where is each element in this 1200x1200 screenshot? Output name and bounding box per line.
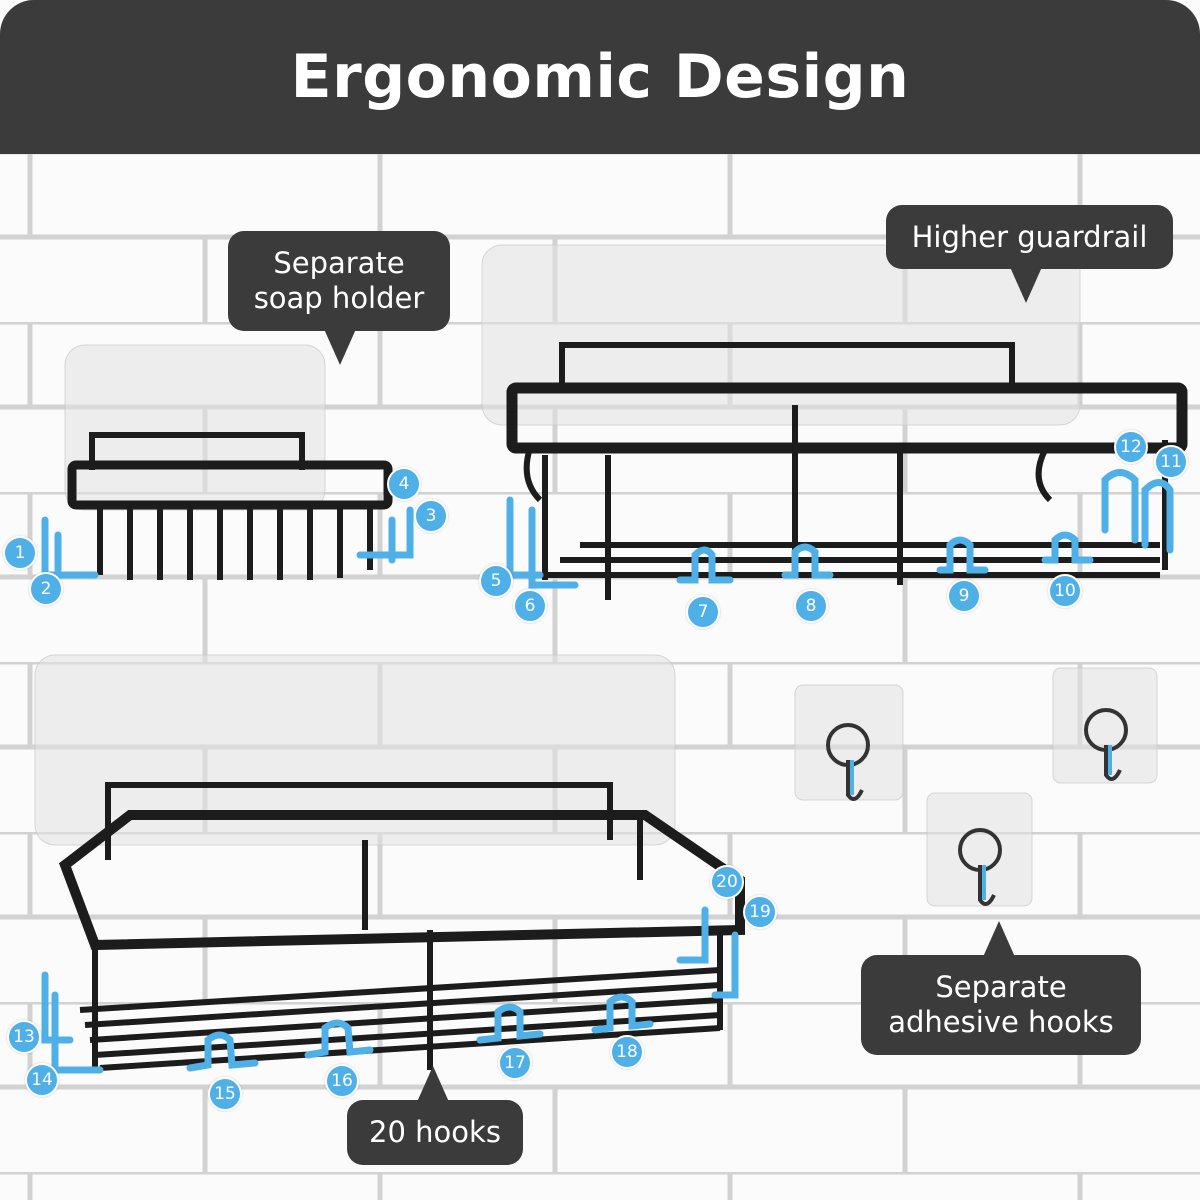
hook-number-badge: 4 xyxy=(387,467,421,501)
hook-number-badge: 20 xyxy=(710,865,744,899)
hook-number-badge: 17 xyxy=(498,1046,532,1080)
hook-number-badge: 18 xyxy=(610,1035,644,1069)
page-title: Ergonomic Design xyxy=(290,42,910,112)
hook-number-badge: 1 xyxy=(3,536,37,570)
hook-number-badge: 16 xyxy=(325,1064,359,1098)
hook-number-badge: 14 xyxy=(25,1063,59,1097)
hook-number-badge: 15 xyxy=(208,1077,242,1111)
hook-number-badge: 19 xyxy=(743,895,777,929)
upper-shelf xyxy=(506,342,1188,600)
hook-number-badge: 10 xyxy=(1048,574,1082,608)
hook-number-badge: 7 xyxy=(686,595,720,629)
adhesive-hooks xyxy=(826,708,1128,906)
callout-adhesive-hooks-line1: Separate xyxy=(935,970,1067,1004)
callout-soap-holder-line1: Separate xyxy=(273,246,405,280)
callout-guardrail: Higher guardrail xyxy=(886,205,1173,303)
callout-guardrail-text: Higher guardrail xyxy=(911,219,1148,254)
hook-number-badge: 5 xyxy=(479,564,513,598)
hook-number-badge: 9 xyxy=(947,579,981,613)
hook-number-badge: 12 xyxy=(1114,430,1148,464)
hook-number-badge: 13 xyxy=(7,1020,41,1054)
callout-hooks-count: 20 hooks xyxy=(347,1066,523,1165)
callout-adhesive-hooks-line2: adhesive hooks xyxy=(888,1005,1114,1039)
callout-adhesive-hooks: Separate adhesive hooks xyxy=(861,921,1141,1055)
callout-soap-holder: Separate soap holder xyxy=(228,231,450,365)
header-banner: Ergonomic Design xyxy=(0,0,1200,154)
hook-number-badge: 11 xyxy=(1154,445,1188,479)
soap-holder-shelf xyxy=(67,432,393,580)
hook-number-badge: 2 xyxy=(29,572,63,606)
hook-number-badge: 3 xyxy=(414,499,448,533)
callout-soap-holder-line2: soap holder xyxy=(253,281,425,315)
hook-number-badge: 6 xyxy=(513,589,547,623)
hook-number-badge: 8 xyxy=(794,589,828,623)
callout-hooks-count-text: 20 hooks xyxy=(369,1115,501,1149)
